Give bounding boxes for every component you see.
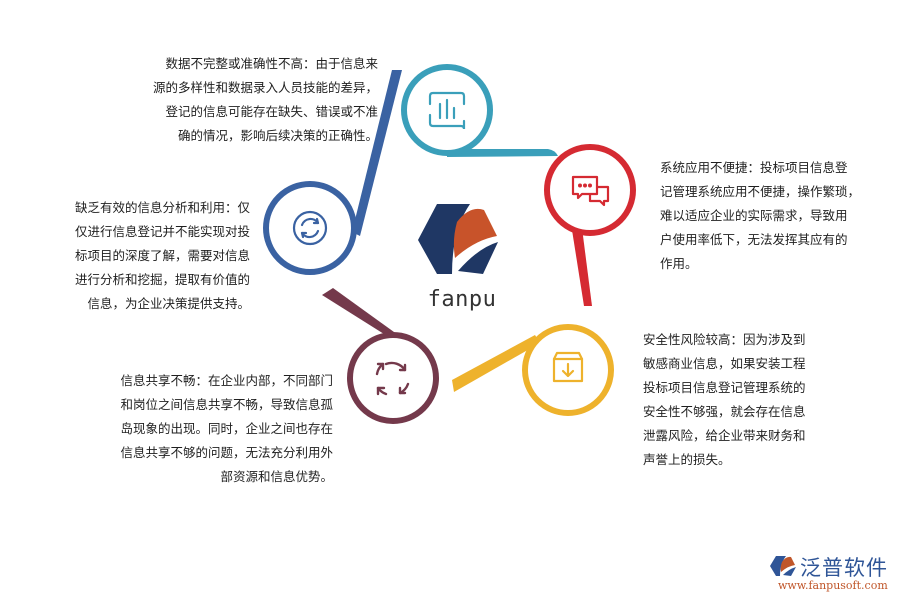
blue-connector xyxy=(352,70,402,236)
node-data-quality xyxy=(401,64,558,157)
refresh-circle-icon xyxy=(292,210,328,246)
node-analysis-lack xyxy=(263,70,402,275)
text-data-quality: 数据不完整或准确性不高：由于信息来 源的多样性和数据录入人员技能的差异， 登记的… xyxy=(153,52,378,148)
yellow-connector xyxy=(452,335,540,392)
blue-ring xyxy=(263,181,357,275)
brand-logo-icon xyxy=(770,556,796,576)
text-line: 岛现象的出现。同时，企业之间也存在 xyxy=(120,421,333,436)
text-line: 信息共享不够的问题，无法充分利用外 xyxy=(120,445,333,460)
archive-download-icon xyxy=(552,351,584,383)
text-analysis-lack: 缺乏有效的信息分析和利用：仅 仅进行信息登记并不能实现对投 标项目的深度了解，需… xyxy=(75,196,250,316)
text-line: 作用。 xyxy=(660,256,698,271)
text-line: 难以适应企业的实际需求，导致用 xyxy=(660,208,848,223)
text-line: 泄露风险，给企业带来财务和 xyxy=(643,428,806,443)
text-line: 标项目的深度了解，需要对信息 xyxy=(74,248,250,263)
text-info-sharing: 信息共享不畅：在企业内部，不同部门 和岗位之间信息共享不畅，导致信息孤 岛现象的… xyxy=(120,369,333,489)
fanpu-hexagon-logo-icon xyxy=(418,204,498,274)
text-line: 信息，为企业决策提供支持。 xyxy=(87,296,250,311)
text-line: 源的多样性和数据录入人员技能的差异， xyxy=(152,80,378,95)
center-logo-text: fanpu xyxy=(427,287,497,312)
text-line: 登记的信息可能存在缺失、错误或不准 xyxy=(165,104,378,119)
maroon-connector xyxy=(322,288,412,345)
text-line: 敏感商业信息，如果安装工程 xyxy=(643,356,806,371)
text-line: 仅进行信息登记并不能实现对投 xyxy=(74,224,250,239)
node-info-sharing xyxy=(322,288,439,424)
text-line: 确的情况，影响后续决策的正确性。 xyxy=(177,128,378,143)
text-line: 缺乏有效的信息分析和利用：仅 xyxy=(74,200,250,215)
text-line: 和岗位之间信息共享不畅，导致信息孤 xyxy=(120,397,333,412)
text-line: 声誉上的损失。 xyxy=(643,452,731,467)
text-line: 投标项目信息登记管理系统的 xyxy=(643,380,806,395)
red-ring xyxy=(544,144,636,236)
brand-url: www.fanpusoft.com xyxy=(778,579,888,592)
cycle-arrows-icon xyxy=(375,361,410,396)
maroon-ring xyxy=(347,332,439,424)
text-line: 系统应用不便捷：投标项目信息登 xyxy=(660,160,848,175)
bar-chart-icon xyxy=(428,91,466,130)
text-security-risk: 安全性风险较高：因为涉及到 敏感商业信息，如果安装工程 投标项目信息登记管理系统… xyxy=(643,328,806,472)
text-line: 部资源和信息优势。 xyxy=(220,469,333,484)
text-inconvenient-use: 系统应用不便捷：投标项目信息登 记管理系统应用不便捷，操作繁琐， 难以适应企业的… xyxy=(660,156,860,276)
text-line: 进行分析和挖掘，提取有价值的 xyxy=(74,272,250,287)
node-security-risk xyxy=(452,324,614,416)
red-connector xyxy=(572,228,592,306)
brand-name: 泛普软件 xyxy=(800,556,888,580)
text-line: 安全性风险较高：因为涉及到 xyxy=(643,332,806,347)
text-line: 信息共享不畅：在企业内部，不同部门 xyxy=(120,373,333,388)
text-line: 户使用率低下，无法发挥其应有的 xyxy=(660,232,848,247)
node-inconvenient-use xyxy=(544,144,636,306)
text-line: 记管理系统应用不便捷，操作繁琐， xyxy=(660,184,861,199)
chat-bubbles-icon xyxy=(571,175,610,207)
text-line: 安全性不够强，就会存在信息 xyxy=(643,404,806,419)
teal-connector xyxy=(447,149,558,157)
text-line: 数据不完整或准确性不高：由于信息来 xyxy=(165,56,378,71)
